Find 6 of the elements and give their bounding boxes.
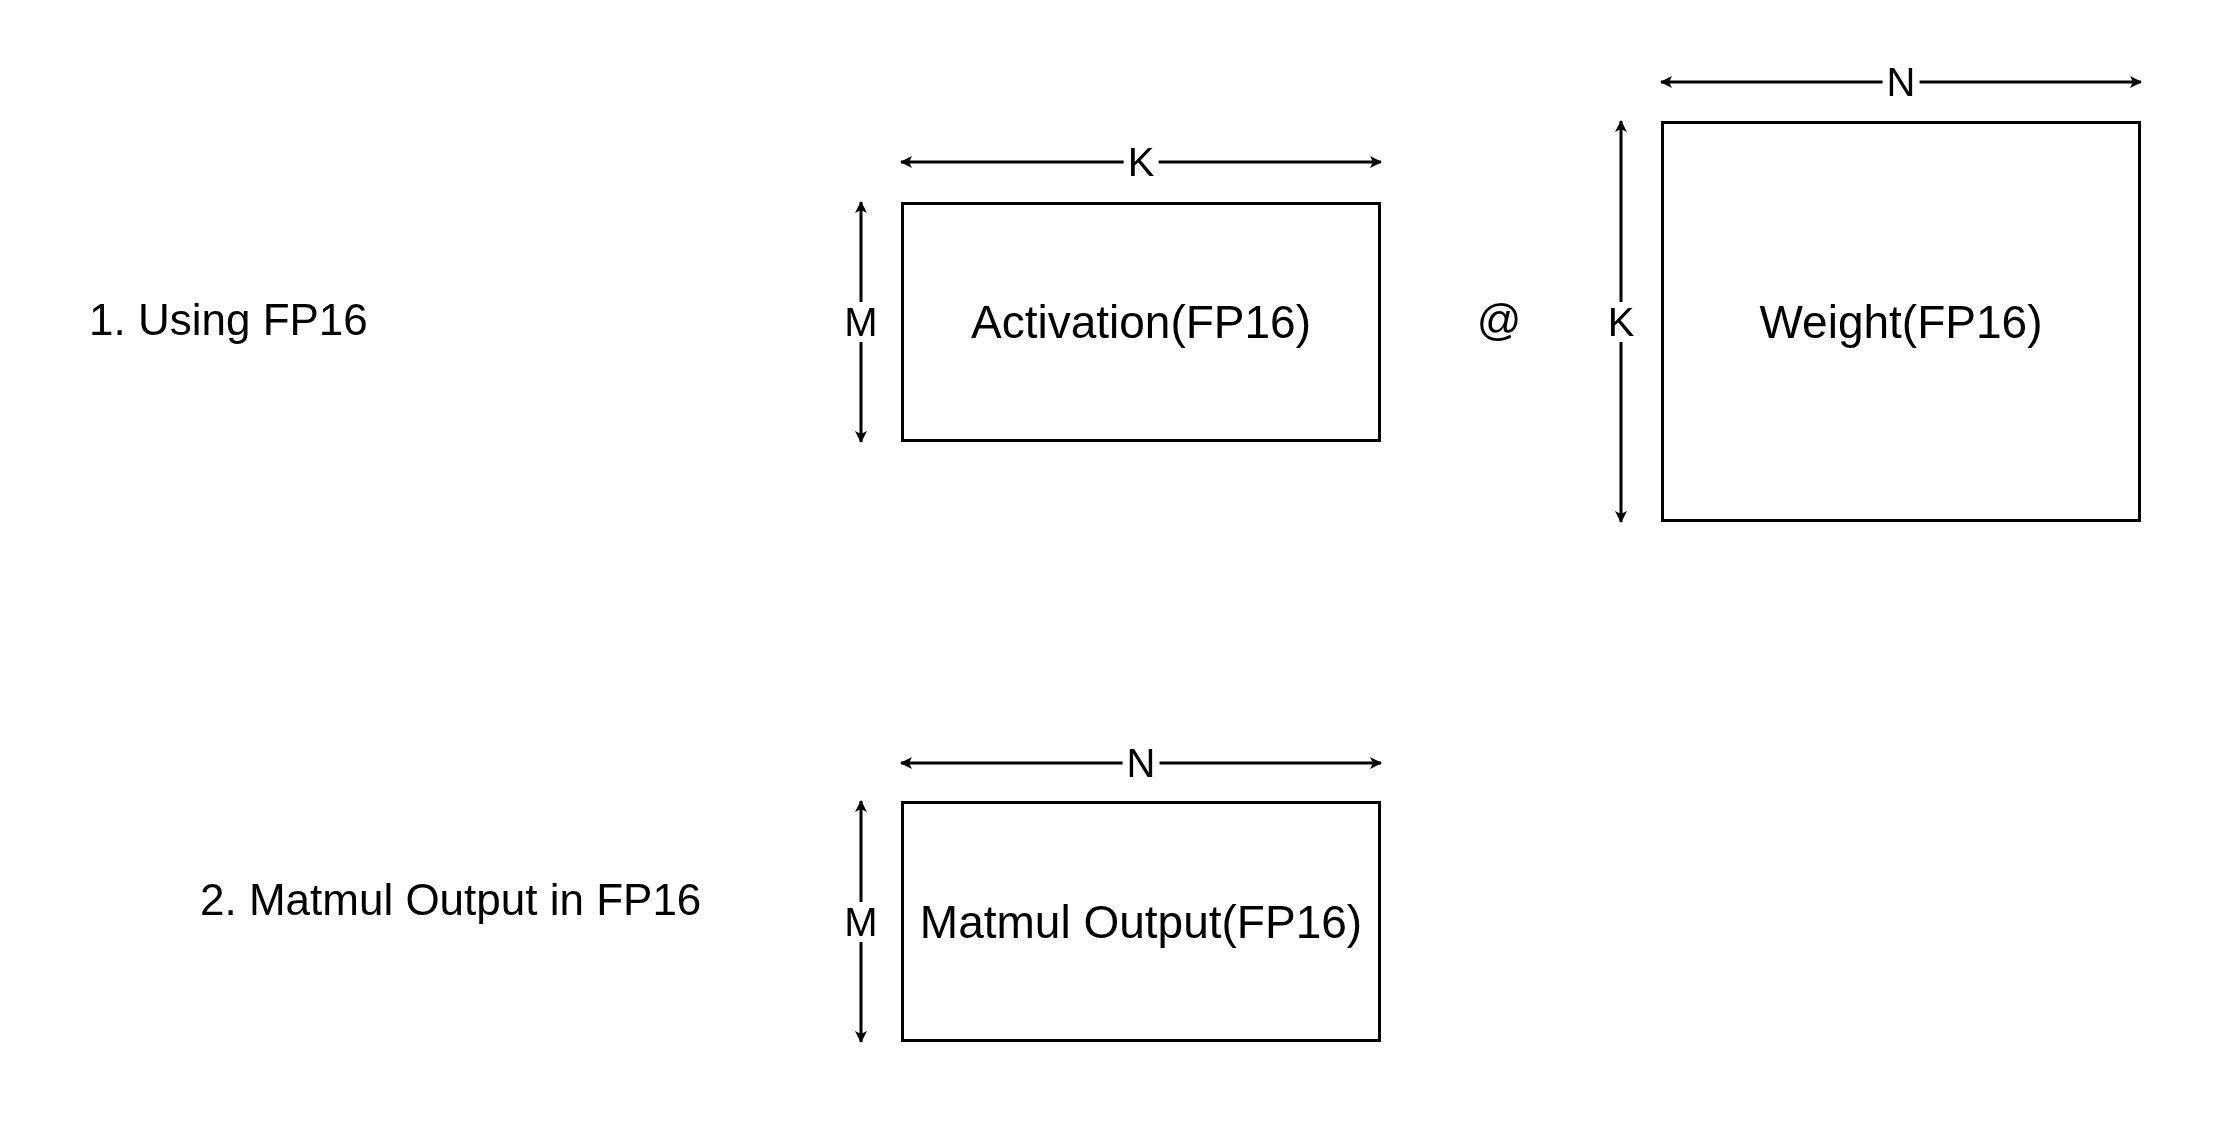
- matrix-box: [901, 801, 1381, 1042]
- matrix-box: [1661, 121, 2141, 522]
- matrix-label: Matmul Output(FP16): [919, 894, 1363, 949]
- matrix-label: Activation(FP16): [971, 295, 1311, 349]
- matrix-label: Weight(FP16): [1759, 294, 2043, 349]
- matrix-box: [901, 202, 1381, 442]
